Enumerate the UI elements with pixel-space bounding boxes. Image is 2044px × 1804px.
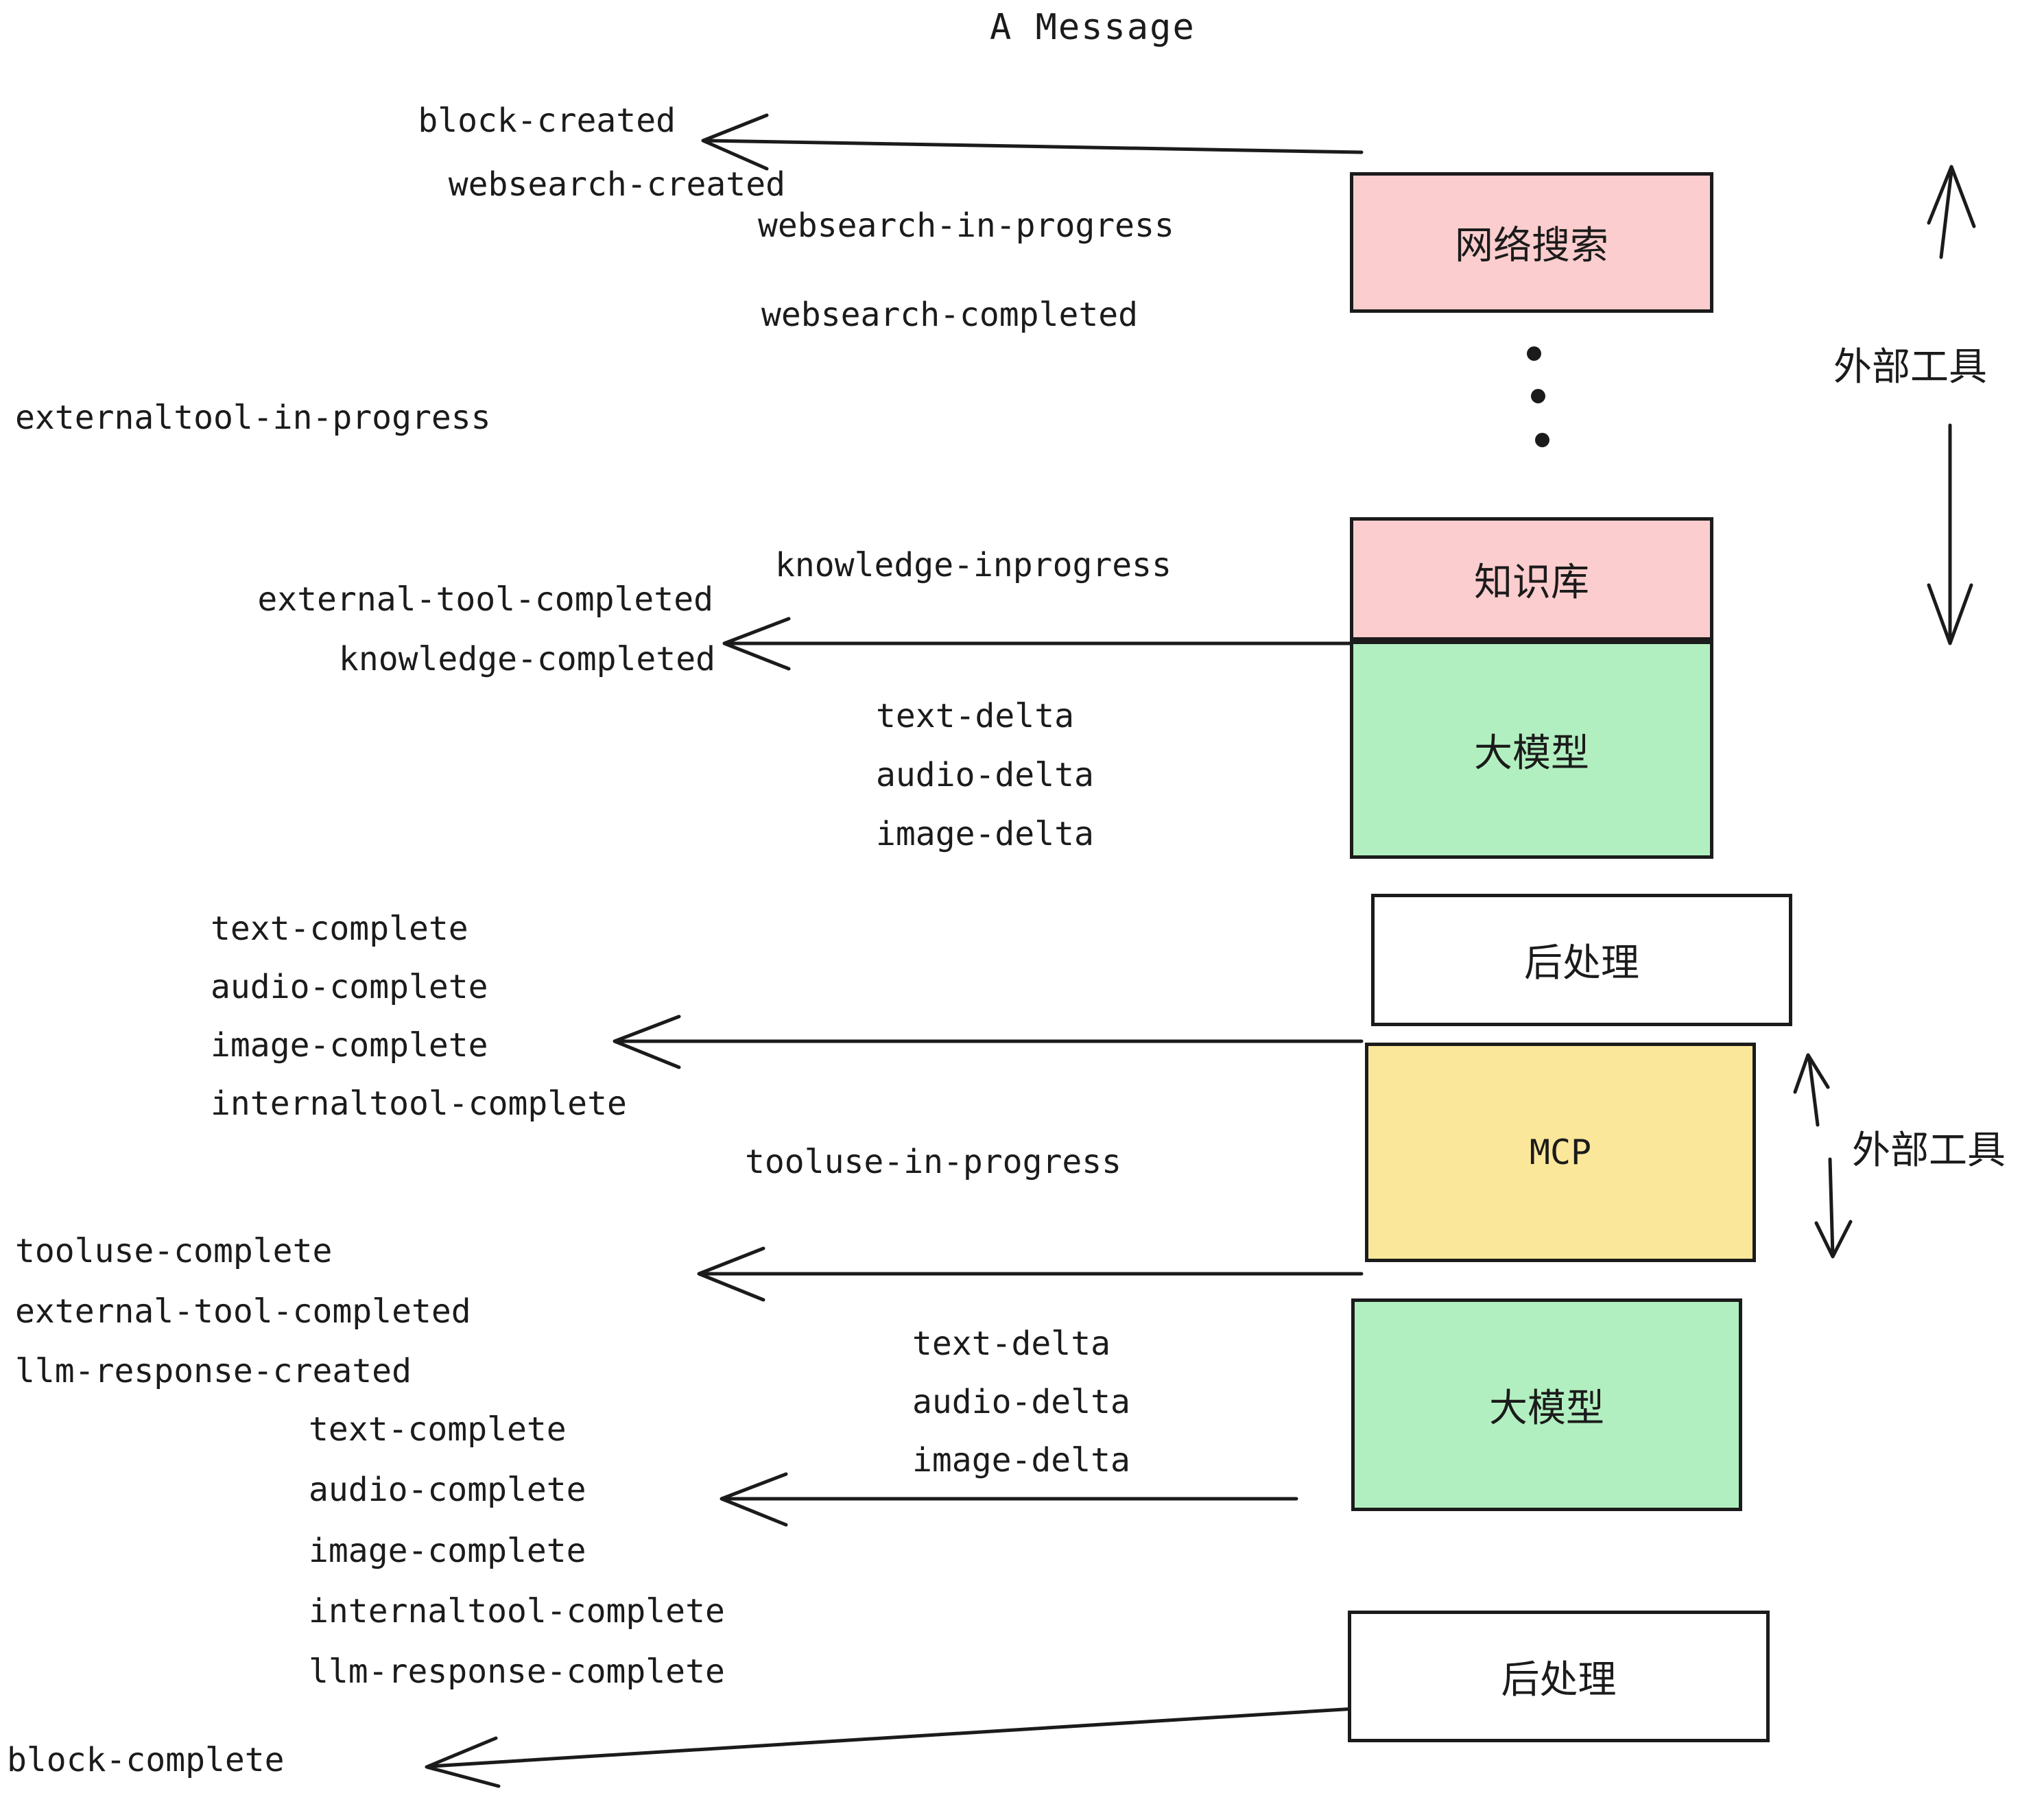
dot-3 [1535, 433, 1549, 447]
event-websearch-created: websearch-created [448, 165, 785, 204]
arrow-post1-to-image-complete [613, 1014, 1364, 1069]
node-knowledge[interactable]: 知识库 [1350, 517, 1713, 641]
event-llm-response-created: llm-response-created [15, 1352, 412, 1390]
event-image-delta-1: image-delta [876, 815, 1094, 853]
event-knowledge-completed: knowledge-completed [338, 640, 715, 678]
side-label-external-tools-top: 外部工具 [1833, 345, 1987, 390]
node-websearch[interactable]: 网络搜索 [1350, 172, 1713, 313]
node-llm-2-label: 大模型 [1489, 1386, 1604, 1431]
event-external-tool-completed-2: external-tool-completed [15, 1292, 471, 1331]
event-block-complete: block-complete [7, 1741, 285, 1779]
event-image-complete-2: image-complete [309, 1532, 586, 1570]
event-websearch-completed: websearch-completed [761, 296, 1139, 334]
event-externaltool-in-progress: externaltool-in-progress [15, 399, 491, 437]
node-llm-1[interactable]: 大模型 [1350, 641, 1713, 859]
event-audio-delta-2: audio-delta [912, 1383, 1130, 1421]
event-text-delta-1: text-delta [876, 697, 1074, 735]
event-audio-complete-2: audio-complete [309, 1471, 586, 1509]
event-websearch-in-progress: websearch-in-progress [758, 206, 1174, 245]
event-text-complete-2: text-complete [309, 1410, 567, 1449]
event-audio-delta-1: audio-delta [876, 756, 1094, 794]
node-postprocess-1-label: 后处理 [1524, 941, 1639, 986]
node-knowledge-label: 知识库 [1474, 560, 1589, 605]
event-internaltool-complete-2: internaltool-complete [309, 1592, 725, 1630]
side-label-external-tools-bottom: 外部工具 [1852, 1128, 2006, 1173]
arrow-mcp-to-tooluse-complete [697, 1246, 1364, 1302]
event-text-delta-2: text-delta [912, 1325, 1110, 1363]
node-llm-2[interactable]: 大模型 [1351, 1298, 1742, 1511]
event-image-complete-1: image-complete [211, 1026, 488, 1065]
event-internaltool-complete-1: internaltool-complete [211, 1084, 627, 1123]
bracket-external-tools-bottom [1793, 1053, 1853, 1259]
event-text-complete-1: text-complete [211, 910, 468, 948]
node-postprocess-2[interactable]: 后处理 [1348, 1611, 1770, 1742]
dot-1 [1527, 346, 1541, 361]
diagram-title: A Message [990, 7, 1196, 48]
node-postprocess-1[interactable]: 后处理 [1371, 894, 1792, 1026]
node-mcp[interactable]: MCP [1365, 1043, 1756, 1262]
event-knowledge-inprogress: knowledge-inprogress [775, 546, 1172, 584]
dot-2 [1531, 389, 1545, 403]
arrow-llm2-to-audio-complete [720, 1472, 1298, 1527]
event-tooluse-complete: tooluse-complete [15, 1232, 333, 1270]
arrow-knowledge-to-knowledge-completed [722, 617, 1364, 671]
ellipsis-dots [1523, 346, 1564, 456]
event-audio-complete-1: audio-complete [211, 968, 488, 1006]
arrow-post2-to-block-complete [425, 1706, 1368, 1788]
node-websearch-label: 网络搜索 [1455, 224, 1608, 268]
arrow-websearch-to-block-created [701, 113, 1364, 171]
bracket-external-tools-top [1927, 165, 1976, 645]
event-llm-response-complete: llm-response-complete [309, 1652, 725, 1691]
node-llm-1-label: 大模型 [1474, 731, 1589, 776]
node-postprocess-2-label: 后处理 [1501, 1657, 1617, 1702]
event-image-delta-2: image-delta [912, 1441, 1130, 1480]
event-tooluse-in-progress: tooluse-in-progress [745, 1143, 1122, 1181]
event-block-created: block-created [418, 102, 676, 140]
event-external-tool-completed-1: external-tool-completed [257, 580, 713, 619]
node-mcp-label: MCP [1529, 1132, 1592, 1172]
